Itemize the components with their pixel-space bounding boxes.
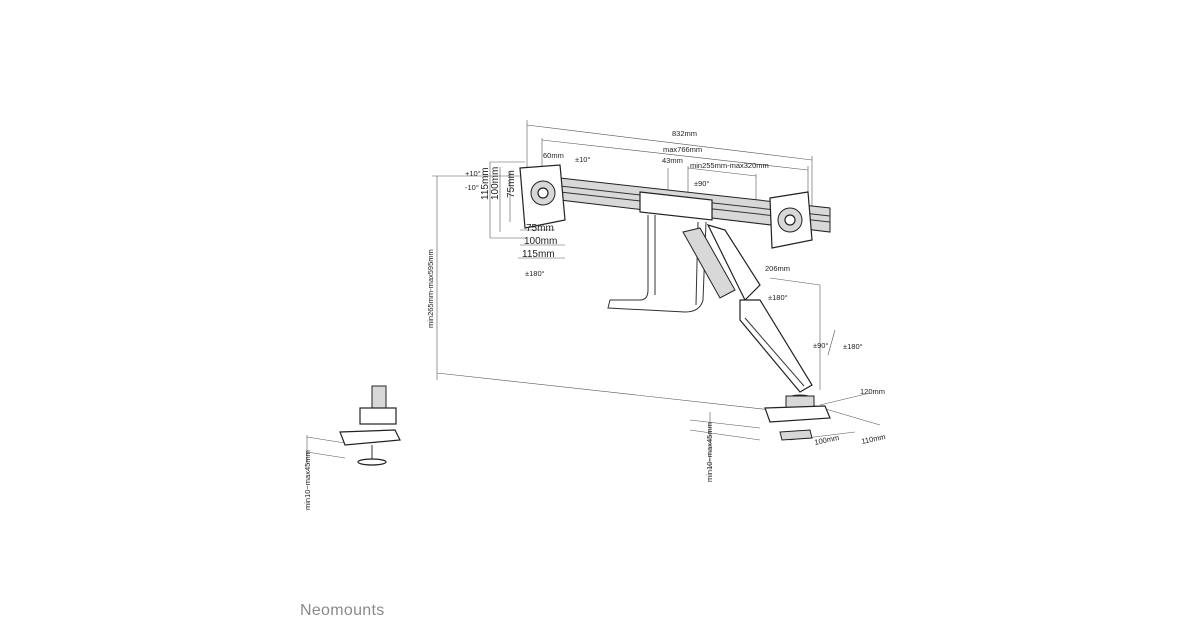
brand-logo: Neomounts <box>300 602 385 619</box>
dim-arm-offset: 60mm <box>543 151 564 160</box>
dim-max-width: max766mm <box>663 145 702 154</box>
rotation-swivel-base: ±90° <box>813 341 828 350</box>
clamp-detail <box>339 385 401 466</box>
dimension-lines <box>306 120 881 470</box>
dim-height-range: min265mm-max595mm <box>426 249 435 328</box>
rotation-base: ±180° <box>843 342 863 351</box>
rotation-tilt-bar: ±10° <box>575 155 590 164</box>
dim-base-depth: 120mm <box>860 387 885 396</box>
dim-vesa-h-100: 100mm <box>524 236 557 247</box>
vesa-plate-right <box>769 191 813 249</box>
rotation-tilt-down: -10° <box>465 183 479 192</box>
vesa-plate-left <box>519 164 566 229</box>
rotation-arm: ±180° <box>768 293 788 302</box>
dim-desk-thickness-detail: min10~max45mm <box>303 450 312 510</box>
dim-total-width: 832mm <box>672 129 697 138</box>
dim-vesa-v-115: 115mm <box>480 167 491 200</box>
dim-vesa-h-115: 115mm <box>522 249 555 260</box>
dim-desk-thickness-main: min10~max45mm <box>705 422 714 482</box>
dim-clamp-depth: 110mm <box>861 432 887 446</box>
desk-clamp <box>764 394 831 441</box>
dim-vesa-v-75: 75mm <box>506 170 517 198</box>
arm <box>682 224 813 393</box>
dim-arm-reach: 206mm <box>765 264 790 273</box>
dim-clamp-width: 100mm <box>814 433 840 447</box>
rotation-tilt-up: +10° <box>465 169 481 178</box>
dim-vesa-h-75: 75mm <box>526 223 554 234</box>
rotation-swivel-center: ±90° <box>694 179 709 188</box>
rotation-left: ±180° <box>525 269 545 278</box>
dim-vesa-v-100: 100mm <box>490 167 501 200</box>
dim-range: min255mm-max320mm <box>690 161 769 170</box>
dim-center-offset: 43mm <box>662 156 683 165</box>
